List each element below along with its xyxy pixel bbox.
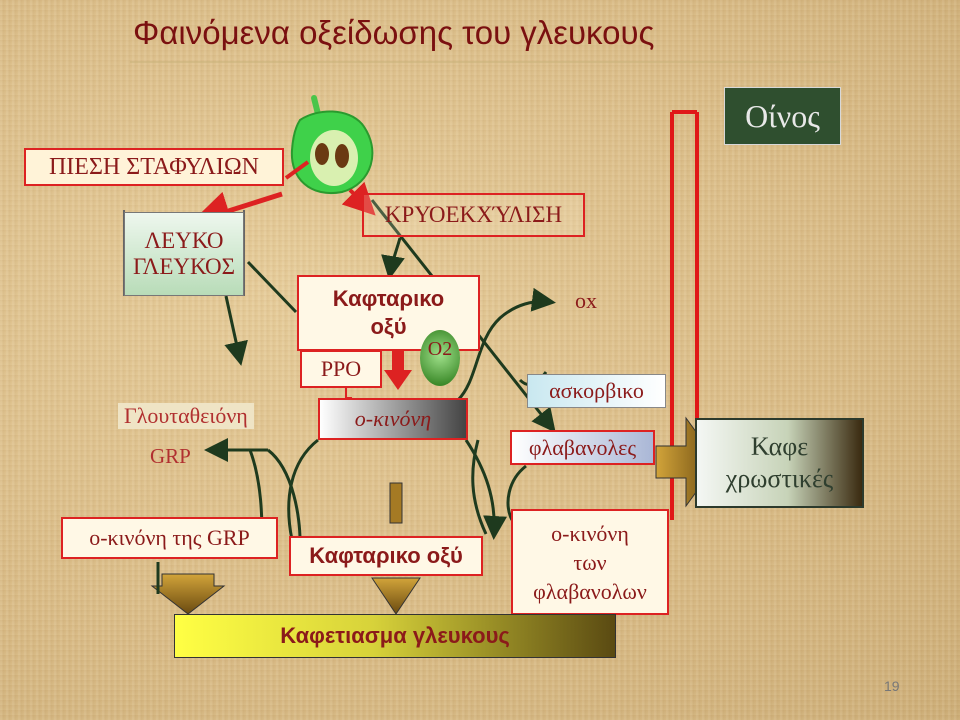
quinone-box: o-κινόνη	[318, 398, 468, 440]
arrow-grape-to-cryo	[341, 181, 376, 216]
white-must-container: ΛΕΥΚΟ ΓΛΕΥΚΟΣ	[124, 212, 244, 296]
coffee-line1: Καφε	[750, 432, 809, 461]
curve-flav-to-quinone	[506, 464, 527, 521]
ox-label: οx	[575, 288, 597, 313]
ppo-bracket	[345, 388, 352, 399]
arrow-to-browning-mid	[371, 577, 421, 615]
caftaric-line2: οξύ	[370, 314, 407, 339]
arrow-grape-to-pressing	[284, 160, 310, 180]
arrow-must-to-glutathione	[224, 295, 248, 366]
curve-quinone-exchange	[287, 438, 319, 541]
grp-label: GRP	[150, 444, 191, 468]
grape-pressing-label: ΠΙΕΣΗ ΣΤΑΦΥΛΙΩΝ	[24, 148, 284, 186]
quinone-flav-line2: των	[573, 549, 607, 575]
arrow-must-to-caftaric	[246, 260, 298, 314]
caftaric-acid-bottom-box: Καφταρικο οξύ	[289, 536, 483, 576]
caftaric-line1: Καφταρικο	[332, 286, 445, 311]
quinone-grp-box: o-κινόνη της GRP	[61, 517, 278, 559]
oxygen-bubble: O2	[420, 330, 460, 386]
quinone-flav-line1: o-κινόνη	[551, 520, 629, 546]
grape-icon	[290, 95, 374, 195]
coffee-line2: χρωστικές	[725, 464, 834, 493]
wine-label: Οίνος	[724, 87, 841, 145]
o2-arrow-head	[384, 370, 412, 390]
coffee-colorants-box: Καφε χρωστικές	[695, 418, 864, 508]
glutathione-label: Γλουταθειόνη	[118, 403, 254, 429]
arrow-to-browning-left	[150, 573, 226, 615]
white-must-line2: ΓΛΕΥΚΟΣ	[132, 254, 236, 279]
page-title: Φαινόμενα οξείδωσης του γλευκους	[133, 14, 655, 51]
arrow-cryo-to-caftaric	[381, 237, 405, 280]
brown-bar	[389, 482, 403, 524]
ascorbic-box: ασκορβικο	[527, 374, 666, 408]
ppo-label: PPO	[300, 350, 382, 388]
curve-grp-exchange	[267, 448, 302, 541]
page-number: 19	[884, 678, 900, 694]
flavanols-box: φλαβανολες	[510, 430, 655, 465]
quinone-flav-line3: φλαβανολων	[533, 578, 647, 604]
arrow-caftaric-ox	[456, 287, 556, 402]
curve-quinone-down	[464, 439, 508, 540]
cryoextraction-label: ΚΡΥΟΕΚΧΎΛΙΣΗ	[362, 193, 585, 237]
white-must-line1: ΛΕΥΚΟ	[144, 228, 224, 253]
must-browning-box: Καφετιασμα γλευκους	[174, 614, 616, 658]
curve-caftaric-to-flav	[471, 439, 488, 535]
quinone-flavanols-box: o-κινόνη των φλαβανολων	[511, 509, 669, 615]
